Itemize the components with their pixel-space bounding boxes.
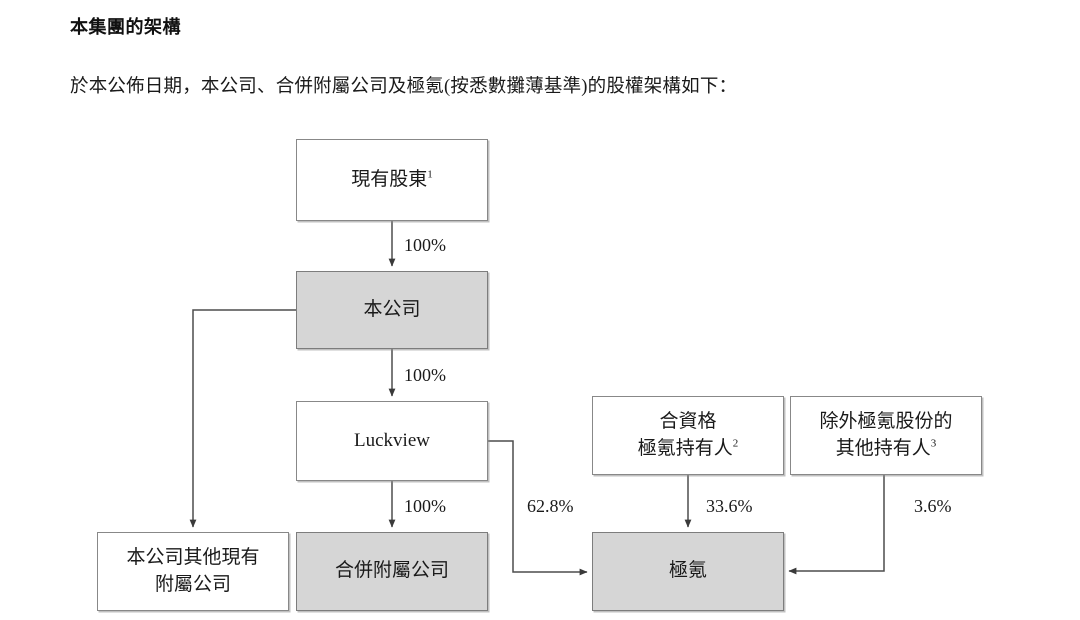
edge-label-company-to-luckview: 100% [404, 365, 446, 385]
edge-label-other-holders-to-zeekr: 3.6% [914, 496, 952, 516]
edge-label-luckview-to-consolidated: 100% [404, 496, 446, 516]
node-company: 本公司 [296, 271, 488, 349]
node-luckview-label: Luckview [354, 429, 430, 451]
node-other-zeekr-share-holders: 除外極氪股份的其他持有人3 [790, 396, 982, 475]
node-existing-shareholders-label: 現有股東1 [351, 168, 433, 190]
node-consolidated-subsidiaries: 合併附屬公司 [296, 532, 488, 611]
node-other-subsidiaries: 本公司其他現有附屬公司 [97, 532, 289, 611]
node-eligible-zeekr-holders-label: 合資格極氪持有人2 [637, 410, 739, 459]
edge-other-holders-to-zeekr [788, 475, 885, 575]
intro-paragraph: 於本公佈日期，本公司、合併附屬公司及極氪(按悉數攤薄基準)的股權架構如下： [70, 77, 738, 97]
edge-label-eligible-holders-to-zeekr: 33.6% [706, 496, 753, 516]
node-zeekr: 極氪 [592, 532, 784, 611]
node-other-subsidiaries-label: 本公司其他現有附屬公司 [126, 546, 260, 595]
node-other-zeekr-share-holders-label: 除外極氪股份的其他持有人3 [819, 410, 953, 459]
node-luckview: Luckview [296, 401, 488, 481]
edge-company-to-other-subsidiaries [189, 309, 296, 528]
edge-label-luckview-to-zeekr: 62.8% [527, 496, 574, 516]
footnote-marker-3: 3 [930, 437, 937, 450]
node-zeekr-label: 極氪 [668, 560, 707, 582]
node-company-label: 本公司 [363, 298, 421, 320]
node-consolidated-subsidiaries-label: 合併附屬公司 [334, 560, 449, 582]
footnote-marker-2: 2 [732, 437, 739, 450]
page-title: 本集團的架構 [70, 17, 181, 37]
edge-label-shareholders-to-company: 100% [404, 235, 446, 255]
node-eligible-zeekr-holders: 合資格極氪持有人2 [592, 396, 784, 475]
node-existing-shareholders: 現有股東1 [296, 139, 488, 221]
footnote-marker-1: 1 [427, 168, 433, 181]
